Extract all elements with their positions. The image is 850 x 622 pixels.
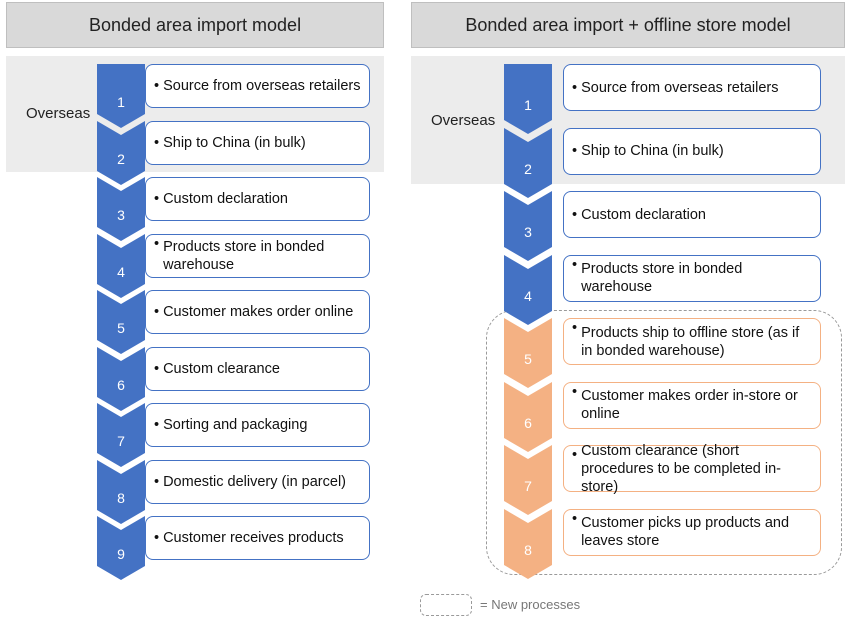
step-number: 7 [117,433,125,449]
bullet-glyph: • [572,383,578,400]
step-text: Custom declaration [163,191,288,207]
step-chevron: 4 [504,254,552,325]
left-overseas-label: Overseas [26,105,91,122]
bullet-glyph: • [154,78,160,94]
bullet-glyph: • [154,417,160,433]
step-box: •Custom declaration [145,177,370,221]
step-number: 4 [117,263,125,280]
step-chevron: 8 [97,459,145,524]
step-text: Custom clearance [163,360,280,377]
step-number: 1 [117,94,125,110]
bullet-glyph: • [154,235,160,252]
step-number: 8 [524,541,532,558]
step-box: •Customer makes order in-store or online [563,381,821,429]
step-number: 3 [117,207,125,223]
step-chevron: 6 [504,381,552,452]
step-number: 6 [524,414,532,431]
step-text: Source from overseas retailers [581,79,779,96]
step-text: Source from overseas retailers [163,78,361,94]
step-box: •Source from overseas retailers [145,64,370,108]
new-processes-region [486,310,842,575]
step-box: •Domestic delivery (in parcel) [145,459,370,504]
step-number: 3 [524,224,532,240]
bullet-glyph: • [572,206,578,223]
bullet-glyph: • [154,191,160,207]
step-chevron: 8 [504,508,552,579]
step-number: 6 [117,376,125,393]
bullet-glyph: • [154,134,160,151]
step-box: •Customer receives products [145,516,370,560]
step-number: 7 [524,478,532,494]
step-text: Domestic delivery (in parcel) [163,473,346,490]
step-text: Sorting and packaging [163,417,308,433]
step-chevron: 2 [97,120,145,185]
step-chevron: 6 [97,346,145,411]
step-chevron: 5 [97,290,145,354]
bullet-glyph: • [572,143,578,159]
step-box: •Source from overseas retailers [563,64,821,111]
step-box: •Sorting and packaging [145,403,370,447]
step-box: •Customer makes order online [145,290,370,334]
step-text: Customer receives products [163,530,344,546]
step-text: Ship to China (in bulk) [163,134,306,151]
step-text: Products store in bonded warehouse [163,238,325,273]
step-text: Ship to China (in bulk) [581,143,724,159]
step-number: 5 [117,320,125,336]
step-box: •Ship to China (in bulk) [145,120,370,165]
bullet-glyph: • [572,79,578,96]
bullet-glyph: • [572,447,578,463]
step-text: Custom declaration [581,206,706,223]
step-text: Customer picks up products and leaves st… [581,515,790,549]
step-chevron: 3 [504,191,552,261]
step-text: Products ship to offline store (as if in… [581,324,800,359]
step-box: •Products store in bonded warehouse [145,233,370,278]
bullet-glyph: • [154,304,160,320]
step-number: 4 [524,287,532,304]
legend-label: = New processes [480,597,581,612]
step-number: 5 [524,351,532,367]
step-chevron: 5 [504,318,552,388]
bullet-glyph: • [572,320,578,336]
step-text: Customer makes order online [163,304,354,320]
bullet-glyph: • [572,256,578,273]
step-number: 8 [117,489,125,506]
right-overseas-label: Overseas [431,112,496,129]
bullet-glyph: • [154,530,160,546]
step-number: 1 [524,97,532,113]
step-chevron: 3 [97,177,145,241]
bullet-glyph: • [572,510,578,527]
step-box: •Custom clearance [145,346,370,391]
step-box: •Ship to China (in bulk) [563,127,821,175]
step-chevron: 9 [97,516,145,580]
step-text: Custom clearance (short procedures to be… [581,442,781,495]
step-text: Products store in bonded warehouse [581,261,743,295]
step-box: •Customer picks up products and leaves s… [563,508,821,556]
step-number: 9 [117,546,125,562]
step-chevron: 4 [97,233,145,298]
step-chevron: 2 [504,127,552,198]
step-text: Customer makes order in-store or online [581,388,798,422]
step-number: 2 [524,160,532,177]
right-model-title: Bonded area import + offline store model [411,2,845,48]
step-chevron: 1 [504,64,552,134]
step-box: •Custom declaration [563,191,821,238]
step-box: •Products store in bonded warehouse [563,254,821,302]
step-box: •Products ship to offline store (as if i… [563,318,821,365]
left-model-title: Bonded area import model [6,2,384,48]
bullet-glyph: • [154,360,160,377]
step-box: •Custom clearance (short procedures to b… [563,443,821,495]
step-chevron: 1 [97,64,145,128]
step-chevron: 7 [97,403,145,467]
bullet-glyph: • [154,473,160,490]
legend-dashed-box [420,594,472,616]
step-chevron: 7 [504,445,552,515]
step-number: 2 [117,150,125,167]
